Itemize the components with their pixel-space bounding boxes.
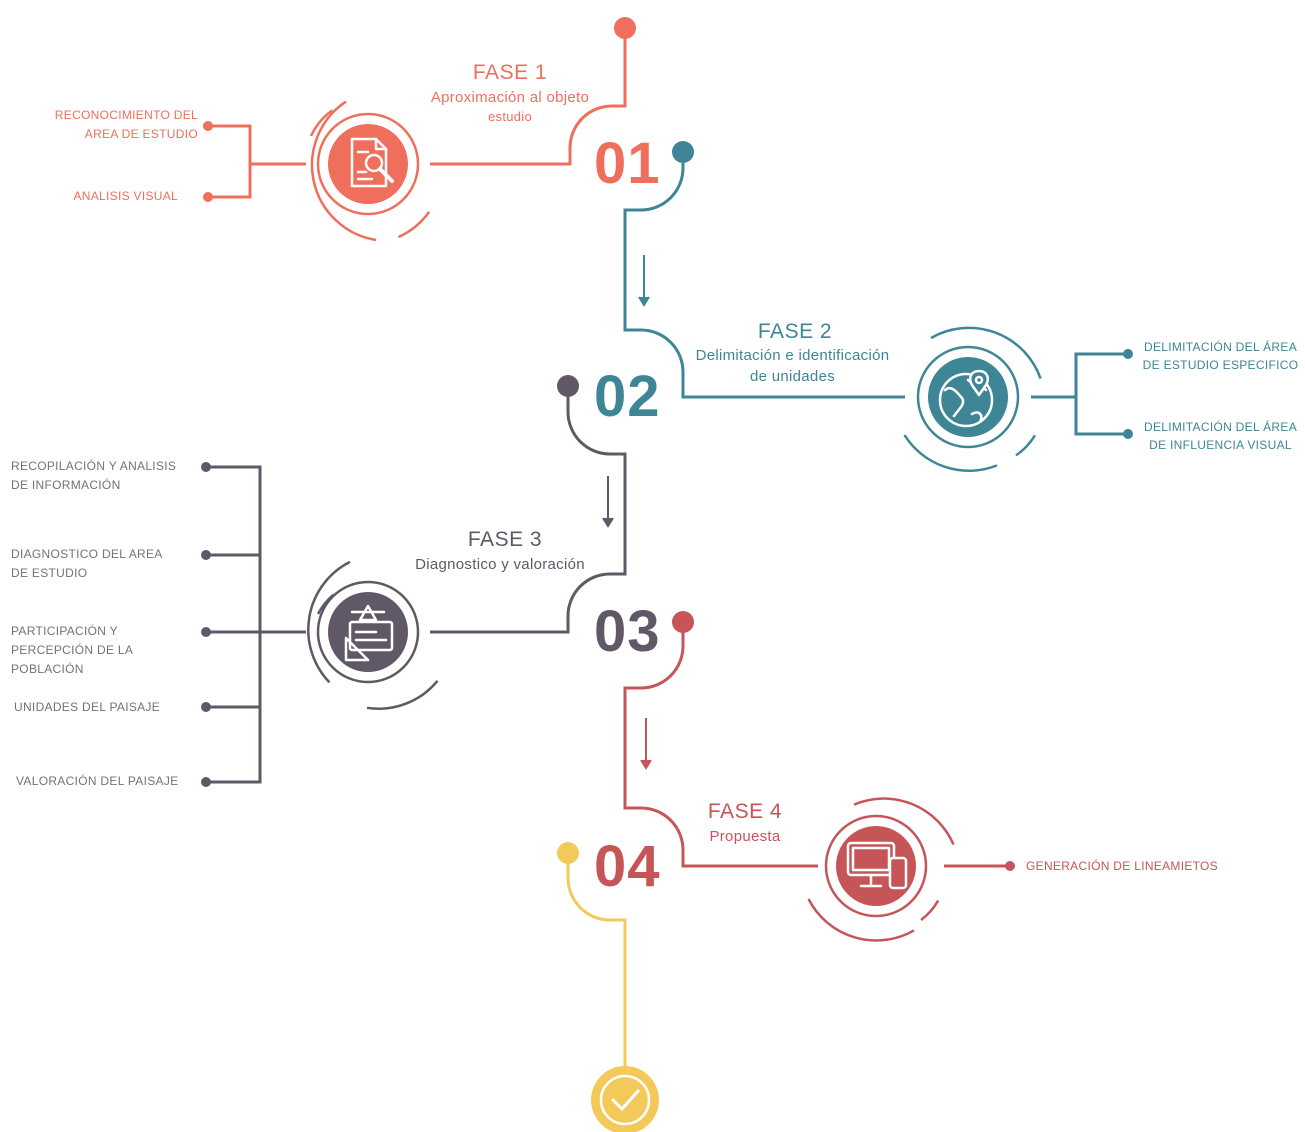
phase-3-item-dot-2: [201, 550, 211, 560]
phase-2-inner-arc: [1015, 434, 1036, 457]
phase-4-start-dot: [672, 611, 694, 633]
phase-1-bracket: [208, 124, 306, 199]
phase-3-outer-ring-bottom: [366, 680, 439, 710]
phase-3-item-dot-1: [201, 462, 211, 472]
checkmark-icon: [611, 1089, 640, 1111]
phase-1-outer-ring-right: [397, 211, 431, 239]
phase-4-item-1: GENERACIÓN DE LINEAMIETOS: [1026, 859, 1218, 873]
phase-4-arrow: [640, 718, 652, 770]
phase-2-outer-ring-bottom: [903, 434, 998, 473]
phase-1-item-2: ANALISIS VISUAL: [73, 189, 178, 203]
final-check-disc: [591, 1066, 659, 1132]
phase-4-item-dot-1: [1005, 861, 1015, 871]
phase-4-connectors: [623, 622, 1010, 942]
phase-1-item-dot-2: [203, 192, 213, 202]
phase-4-icon-disc: [824, 814, 928, 918]
phase-2-icon-disc: [916, 345, 1020, 449]
phase-1-start-dot: [614, 17, 636, 39]
phase-2-connectors: [623, 152, 1128, 473]
phase-4-title: FASE 4: [707, 800, 783, 823]
phase-2-item-2: DELIMITACIÓN DEL ÁREA DE INFLUENCIA VISU…: [1144, 420, 1297, 452]
phase-2-arrow: [638, 255, 650, 307]
phase-1-inner-arc: [309, 109, 334, 137]
phase-3-item-dot-5: [201, 777, 211, 787]
phase-3-number: 03: [594, 599, 661, 664]
final-connector: [566, 853, 627, 1066]
phase-3-item-1: RECOPILACIÓN Y ANALISIS DE INFORMACIÓN: [11, 459, 177, 492]
phase-1-icon-disc: [316, 112, 420, 216]
phase-3-bracket: [206, 465, 306, 784]
phase-3-start-dot: [557, 375, 579, 397]
phase-3-outer-ring: [307, 560, 351, 684]
phase-4-spine: [623, 622, 818, 868]
phase-3-subtitle-line-1: Diagnostico y valoración: [415, 556, 585, 573]
phase-2-title: FASE 2: [757, 320, 833, 343]
phase-1-subtitle-line-2: estudio: [487, 109, 533, 124]
final-start-dot: [557, 842, 579, 864]
phase-3-icon-disc: [316, 580, 420, 684]
phase-4-number: 04: [594, 834, 661, 899]
phase-1-title: FASE 1: [472, 61, 548, 84]
phase-1-item-dot-1: [203, 121, 213, 131]
phase-2-subtitle-line-2: de unidades: [749, 368, 836, 385]
phase-2-item-dot-1: [1123, 349, 1133, 359]
phase-3-item-dot-3: [201, 627, 211, 637]
phase-2-bracket: [1031, 352, 1128, 436]
phase-4-outer-ring-bottom: [807, 898, 915, 942]
globe-location-icon: [938, 369, 994, 428]
phase-1-outer-ring: [310, 100, 377, 242]
phase-1-item-1: RECONOCIMIENTO DEL AREA DE ESTUDIO: [54, 108, 198, 141]
phase-3-item-5: VALORACIÓN DEL PAISAJE: [16, 774, 179, 788]
design-tools-icon: [344, 604, 394, 662]
phase-3-spine: [430, 386, 627, 634]
phase-4-inner-arc: [920, 899, 940, 921]
phase-3-item-3: PARTICIPACIÓN Y PERCEPCIÓN DE LA POBLACI…: [11, 624, 133, 676]
phase-3-arrow: [602, 476, 614, 528]
phase-2-start-dot: [672, 141, 694, 163]
phase-3-title: FASE 3: [467, 528, 543, 551]
phase-2-item-1: DELIMITACIÓN DEL ÁREA DE ESTUDIO ESPECIF…: [1142, 340, 1299, 372]
phase-2-subtitle-line-1: Delimitación e identificación: [695, 347, 890, 364]
phase-2-item-dot-2: [1123, 429, 1133, 439]
phase-3-item-dot-4: [201, 702, 211, 712]
phase-1-spine: [430, 28, 627, 166]
phase-4-subtitle-line-1: Propuesta: [709, 828, 781, 845]
document-search-icon: [350, 137, 394, 188]
phase-2-outer-ring-top: [930, 326, 1042, 380]
phase-4-outer-ring-top: [853, 797, 955, 845]
phase-3-connectors: [206, 386, 627, 784]
phase-1-subtitle-line-1: Aproximación al objeto: [430, 89, 590, 106]
phase-3-item-4: UNIDADES DEL PAISAJE: [14, 700, 161, 714]
phase-3-item-2: DIAGNOSTICO DEL AREA DE ESTUDIO: [11, 547, 162, 580]
phase-2-number: 02: [594, 364, 661, 429]
phase-1-number: 01: [594, 131, 661, 196]
phase-1-connectors: [208, 28, 627, 242]
phase-2-spine: [623, 152, 905, 399]
computer-devices-icon: [846, 841, 908, 890]
